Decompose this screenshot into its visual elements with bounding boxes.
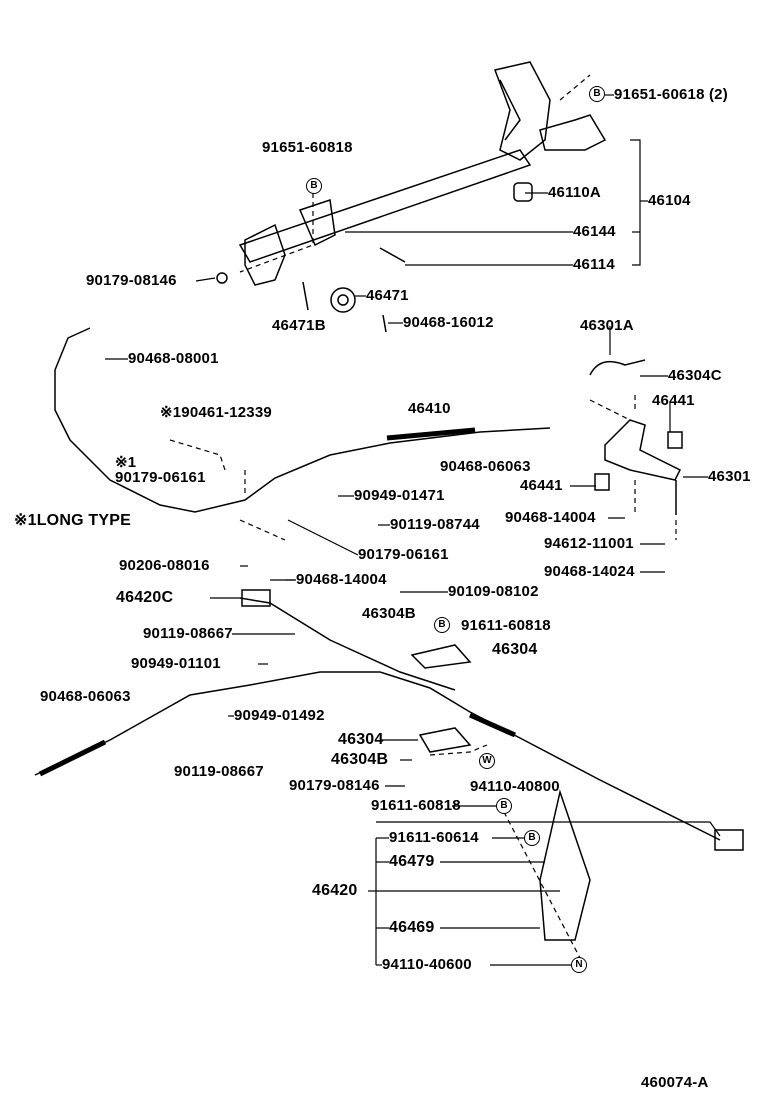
part-label: 46110A	[548, 184, 601, 201]
part-label: 94612-11001	[544, 535, 634, 552]
bolt-badge-icon: B	[496, 798, 512, 814]
part-label: 46304B	[362, 605, 416, 622]
diagram-id: 460074-A	[641, 1074, 709, 1091]
part-label: 46301	[708, 468, 751, 485]
bolt-badge-icon: B	[524, 830, 540, 846]
part-label: 94110-40600	[382, 956, 472, 973]
part-label: 46479	[389, 853, 435, 870]
front-cable	[54, 327, 551, 513]
part-label: 90468-14024	[544, 563, 635, 580]
part-label: 90119-08667	[174, 763, 264, 780]
part-label: ※190461-12339	[160, 404, 272, 421]
rear-cable-left	[34, 671, 744, 851]
part-label: 91651-60818	[262, 139, 353, 156]
part-label: 91651-60618 (2)	[614, 86, 728, 103]
part-label: 46104	[648, 192, 691, 209]
part-label: 90468-14004	[505, 509, 596, 526]
part-label: 90468-08001	[128, 350, 219, 367]
long-type-note: ※1LONG TYPE	[14, 512, 131, 529]
part-label: 90468-14004	[296, 571, 387, 588]
part-label: 90179-08146	[86, 272, 177, 289]
part-label: 90119-08744	[390, 516, 480, 533]
leader-lines	[105, 94, 721, 966]
part-label: 90949-01101	[131, 655, 221, 672]
part-label: 90949-01492	[234, 707, 325, 724]
part-label: 91611-60818	[371, 797, 461, 814]
bolt-badge-icon: B	[306, 178, 322, 194]
part-label: 46471	[366, 287, 409, 304]
part-label: 91611-60818	[461, 617, 551, 634]
part-label: 46114	[573, 256, 615, 273]
part-label: 90179-06161	[115, 469, 206, 486]
part-label: 90109-08102	[448, 583, 539, 600]
part-label: 91611-60614	[389, 829, 479, 846]
part-label: 94110-40800	[470, 778, 560, 795]
part-label: 90179-08146	[289, 777, 380, 794]
part-label: 90206-08016	[119, 557, 210, 574]
part-label: 46441	[652, 392, 695, 409]
part-label: 46304	[338, 731, 384, 748]
part-label: 90949-01471	[354, 487, 445, 504]
bolt-badge-icon: B	[434, 617, 450, 633]
part-label: 90119-08667	[143, 625, 233, 642]
bolt-badge-icon: B	[589, 86, 605, 102]
part-label: 46304B	[331, 751, 389, 768]
part-label: 90468-06063	[440, 458, 531, 475]
nut-badge-icon: N	[571, 957, 587, 973]
intermediate-lever	[410, 359, 683, 941]
dashed-assembly-lines	[169, 74, 677, 959]
part-label: 90468-06063	[40, 688, 131, 705]
part-label: 46469	[389, 919, 435, 936]
washer-badge-icon: W	[479, 753, 495, 769]
part-label: 46420C	[116, 589, 174, 606]
part-label: 46441	[520, 477, 563, 494]
part-label: 46410	[408, 400, 451, 417]
part-label: 46304	[492, 641, 538, 658]
part-label: 90179-06161	[358, 546, 449, 563]
part-label: 46420	[312, 882, 358, 899]
part-label: ※1	[115, 454, 137, 471]
pedal-bracket-assembly	[216, 61, 607, 333]
part-label: 46144	[573, 223, 616, 240]
part-label: 90468-16012	[403, 314, 494, 331]
part-label: 46301A	[580, 317, 634, 334]
rear-cable-right	[239, 589, 456, 691]
part-label: 46471B	[272, 317, 326, 334]
part-label: 46304C	[668, 367, 722, 384]
